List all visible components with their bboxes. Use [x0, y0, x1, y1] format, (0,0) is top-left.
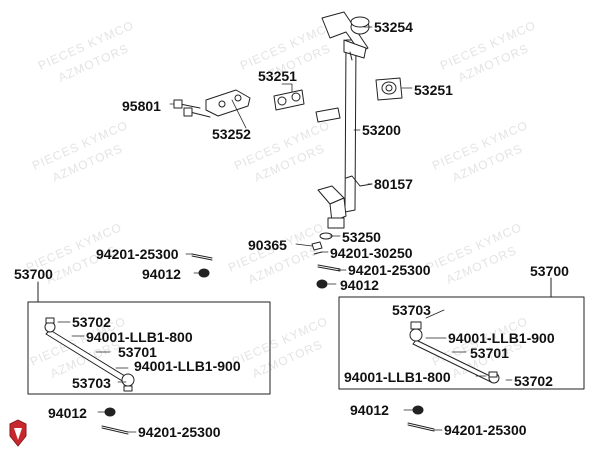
group-box-53700-left	[27, 301, 271, 395]
nut-94012-mid	[316, 279, 328, 289]
callout-53702-left: 53702	[72, 314, 111, 330]
callout-94201-25300-top: 94201-25300	[96, 246, 179, 262]
brand-logo	[9, 419, 27, 447]
nut-90365	[311, 241, 323, 255]
group-box-53700-right	[338, 296, 585, 390]
callout-53251-left: 53251	[258, 68, 297, 84]
cotter-pin-94201-25300-mid	[317, 264, 341, 272]
callout-80157: 80157	[374, 176, 413, 192]
callout-53700-left: 53700	[14, 266, 53, 282]
nut-94012-bottom-left	[104, 407, 116, 417]
callout-95801: 95801	[122, 98, 161, 114]
callout-94012-bottom-right: 94012	[350, 402, 389, 418]
callout-53254: 53254	[374, 19, 413, 35]
callout-90365: 90365	[248, 237, 287, 253]
plate-53252	[205, 89, 251, 117]
callout-53200: 53200	[362, 122, 401, 138]
cotter-pin-94201-25300-bottom-left	[101, 425, 129, 435]
callout-53701-right: 53701	[470, 345, 509, 361]
bolts-95801	[173, 99, 211, 118]
callout-94001-llb1-800-left: 94001-LLB1-800	[86, 329, 193, 345]
cotter-pin-94201-25300-bottom-right	[407, 422, 435, 432]
tie-rod-left	[44, 317, 135, 392]
callout-94012-bottom-left: 94012	[48, 405, 87, 421]
callout-53251-right: 53251	[414, 82, 453, 98]
tie-rod-right	[409, 321, 500, 384]
callout-94201-25300-bottom-right: 94201-25300	[444, 422, 527, 438]
clamp-53251-right	[375, 77, 403, 101]
callout-94001-llb1-900-right: 94001-LLB1-900	[448, 330, 555, 346]
callout-94001-llb1-900-left: 94001-LLB1-900	[134, 358, 241, 374]
callout-53702-right: 53702	[514, 373, 553, 389]
callout-94012-mid: 94012	[340, 277, 379, 293]
nut-94012-left	[198, 268, 210, 278]
callout-94001-llb1-800-right: 94001-LLB1-800	[344, 369, 451, 385]
pin-80157	[345, 175, 373, 187]
callout-53703-right: 53703	[392, 302, 431, 318]
callout-53250: 53250	[342, 229, 381, 245]
cap-53254	[350, 16, 370, 35]
callout-94201-30250: 94201-30250	[330, 245, 413, 261]
nut-94012-bottom-right	[412, 405, 424, 415]
cotter-pin-94201-25300-top	[191, 253, 213, 261]
callout-94012-left: 94012	[142, 266, 181, 282]
steering-column	[315, 11, 369, 229]
callout-53703-left: 53703	[72, 375, 111, 391]
callout-53252: 53252	[212, 126, 251, 142]
clamp-53251-left	[273, 89, 305, 111]
callout-53701-left: 53701	[118, 344, 157, 360]
callout-53700-right: 53700	[530, 263, 569, 279]
callout-94201-25300-bottom-left: 94201-25300	[138, 424, 221, 440]
callout-94201-25300-mid: 94201-25300	[348, 262, 431, 278]
